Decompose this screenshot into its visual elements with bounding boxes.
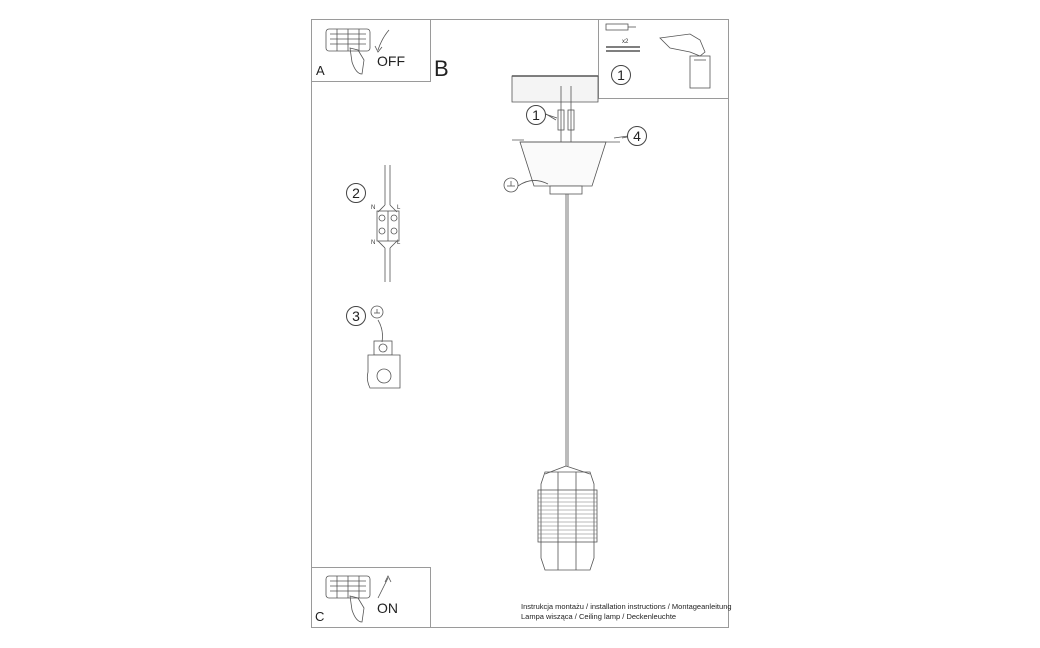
wall-plug-icon	[605, 23, 636, 31]
wire-neutral-label-top: N	[371, 205, 376, 211]
screw-icon	[606, 46, 640, 52]
wire-live-label-bottom: L	[397, 240, 401, 246]
step-1-marker: 1	[526, 105, 546, 125]
caption-line-2: Lampa wisząca / Ceiling lamp / Deckenleu…	[521, 611, 677, 621]
caption-line-1: Instrukcja montażu / installation instru…	[521, 602, 732, 611]
drill-icon	[659, 33, 711, 89]
ground-symbol-icon	[503, 177, 519, 193]
step-1-tools-marker: 1	[611, 65, 631, 85]
tools-panel	[598, 19, 729, 99]
step-4-marker: 4	[627, 126, 647, 146]
instruction-sheet	[311, 19, 729, 628]
on-label: ON	[377, 600, 398, 616]
step-3-marker: 3	[346, 306, 366, 326]
step-2-marker: 2	[346, 183, 366, 203]
off-label: OFF	[377, 53, 405, 69]
wire-neutral-label-bottom: N	[371, 240, 376, 246]
curved-arrow-icon	[374, 29, 390, 53]
panel-a-letter: A	[316, 63, 325, 78]
quantity-label: x2	[622, 39, 629, 45]
panel-a	[311, 19, 431, 82]
light-switch-icon	[325, 28, 371, 52]
panel-b-letter: B	[434, 56, 449, 81]
panel-c-letter: C	[315, 609, 325, 624]
document-caption: Instrukcja montażu / installation instru…	[521, 602, 732, 621]
panel-c	[311, 567, 431, 628]
hand-icon	[349, 47, 365, 75]
wire-live-label-top: L	[397, 205, 401, 211]
